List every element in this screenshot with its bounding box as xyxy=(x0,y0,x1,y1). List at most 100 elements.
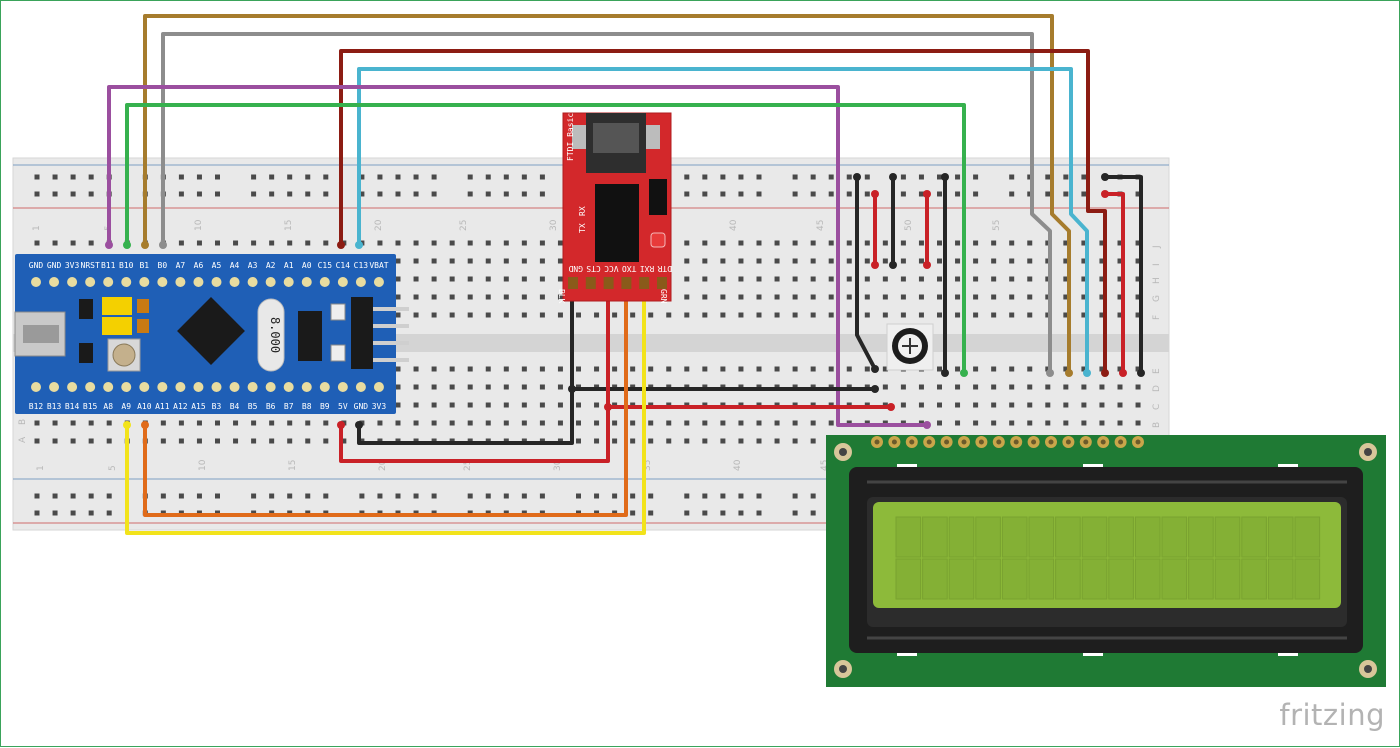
breadboard-hole[interactable] xyxy=(738,510,744,516)
wire-black-gnd[interactable] xyxy=(357,287,574,445)
breadboard-hole[interactable] xyxy=(937,402,942,408)
breadboard-hole[interactable] xyxy=(900,191,906,197)
breadboard-hole[interactable] xyxy=(1045,420,1051,426)
breadboard-hole[interactable] xyxy=(738,258,744,264)
breadboard-hole[interactable] xyxy=(521,420,527,426)
breadboard-hole[interactable] xyxy=(539,366,545,372)
breadboard-hole[interactable] xyxy=(882,366,888,372)
wire-black-pot[interactable] xyxy=(855,175,877,371)
breadboard-hole[interactable] xyxy=(918,384,924,390)
breadboard-hole[interactable] xyxy=(1045,174,1051,180)
breadboard-hole[interactable] xyxy=(1099,402,1105,408)
breadboard-hole[interactable] xyxy=(305,438,311,444)
breadboard-hole[interactable] xyxy=(937,366,942,372)
wire-maroon-c15[interactable] xyxy=(339,49,1107,375)
bluepill-pin[interactable] xyxy=(85,382,96,392)
breadboard-hole[interactable] xyxy=(630,366,636,372)
breadboard-hole[interactable] xyxy=(774,276,780,282)
breadboard-hole[interactable] xyxy=(503,294,509,300)
wire-gray-b0[interactable] xyxy=(161,32,1052,375)
breadboard-hole[interactable] xyxy=(287,438,293,444)
breadboard-hole[interactable] xyxy=(846,174,852,180)
breadboard-hole[interactable] xyxy=(377,493,383,499)
bluepill-pin[interactable] xyxy=(67,382,78,392)
breadboard-hole[interactable] xyxy=(774,366,780,372)
breadboard-hole[interactable] xyxy=(557,402,563,408)
breadboard-hole[interactable] xyxy=(738,312,744,318)
breadboard-hole[interactable] xyxy=(630,438,636,444)
breadboard-hole[interactable] xyxy=(467,493,473,499)
breadboard-hole[interactable] xyxy=(1063,420,1069,426)
breadboard-hole[interactable] xyxy=(178,493,184,499)
breadboard-hole[interactable] xyxy=(973,174,979,180)
breadboard-hole[interactable] xyxy=(413,294,419,300)
ftdi-pin[interactable] xyxy=(657,277,667,289)
breadboard-hole[interactable] xyxy=(918,258,924,264)
bluepill-pin[interactable] xyxy=(121,382,132,392)
breadboard-hole[interactable] xyxy=(756,493,762,499)
bluepill-pin[interactable] xyxy=(103,277,114,287)
breadboard-hole[interactable] xyxy=(810,258,816,264)
breadboard-hole[interactable] xyxy=(738,420,744,426)
bluepill-pin[interactable] xyxy=(373,277,384,287)
bluepill-pin[interactable] xyxy=(337,382,348,392)
breadboard-hole[interactable] xyxy=(720,294,726,300)
breadboard-hole[interactable] xyxy=(34,510,40,516)
breadboard-hole[interactable] xyxy=(937,258,942,264)
breadboard-hole[interactable] xyxy=(557,312,563,318)
bluepill-pin[interactable] xyxy=(121,277,132,287)
breadboard-hole[interactable] xyxy=(792,258,798,264)
breadboard-hole[interactable] xyxy=(1063,191,1069,197)
breadboard-hole[interactable] xyxy=(557,366,563,372)
breadboard-hole[interactable] xyxy=(503,276,509,282)
breadboard-hole[interactable] xyxy=(1117,294,1123,300)
breadboard-hole[interactable] xyxy=(828,191,834,197)
breadboard-hole[interactable] xyxy=(1009,294,1015,300)
breadboard-hole[interactable] xyxy=(539,384,545,390)
breadboard-hole[interactable] xyxy=(1099,276,1105,282)
breadboard-hole[interactable] xyxy=(323,438,329,444)
breadboard-hole[interactable] xyxy=(991,312,997,318)
breadboard-hole[interactable] xyxy=(1063,276,1069,282)
breadboard-hole[interactable] xyxy=(305,493,311,499)
breadboard-hole[interactable] xyxy=(503,312,509,318)
breadboard-hole[interactable] xyxy=(666,438,672,444)
breadboard-hole[interactable] xyxy=(918,402,924,408)
breadboard-hole[interactable] xyxy=(612,493,618,499)
breadboard-hole[interactable] xyxy=(684,366,690,372)
breadboard-hole[interactable] xyxy=(756,438,762,444)
breadboard-hole[interactable] xyxy=(1135,402,1141,408)
breadboard-hole[interactable] xyxy=(918,240,924,246)
breadboard-hole[interactable] xyxy=(467,384,473,390)
breadboard-hole[interactable] xyxy=(449,366,455,372)
breadboard-hole[interactable] xyxy=(810,366,816,372)
breadboard-hole[interactable] xyxy=(1027,384,1033,390)
breadboard-hole[interactable] xyxy=(684,438,690,444)
breadboard-hole[interactable] xyxy=(828,294,834,300)
breadboard-hole[interactable] xyxy=(1135,276,1141,282)
breadboard-hole[interactable] xyxy=(1009,258,1015,264)
breadboard-hole[interactable] xyxy=(1081,420,1087,426)
bluepill-pin[interactable] xyxy=(49,382,60,392)
breadboard-hole[interactable] xyxy=(810,191,816,197)
breadboard-hole[interactable] xyxy=(467,366,473,372)
bluepill-pin[interactable] xyxy=(211,382,222,392)
breadboard-hole[interactable] xyxy=(955,294,961,300)
breadboard-hole[interactable] xyxy=(449,258,455,264)
breadboard-hole[interactable] xyxy=(918,276,924,282)
breadboard-hole[interactable] xyxy=(955,258,961,264)
breadboard-hole[interactable] xyxy=(810,493,816,499)
breadboard-hole[interactable] xyxy=(1117,258,1123,264)
breadboard-hole[interactable] xyxy=(1009,276,1015,282)
breadboard-hole[interactable] xyxy=(702,191,708,197)
breadboard-hole[interactable] xyxy=(1135,191,1141,197)
breadboard-hole[interactable] xyxy=(720,276,726,282)
ftdi-pin[interactable] xyxy=(568,277,578,289)
wire-ochre-b1[interactable] xyxy=(143,14,1071,375)
breadboard-hole[interactable] xyxy=(864,276,870,282)
breadboard-hole[interactable] xyxy=(1045,240,1051,246)
breadboard-hole[interactable] xyxy=(1045,402,1051,408)
breadboard-hole[interactable] xyxy=(160,438,166,444)
breadboard-hole[interactable] xyxy=(1063,312,1069,318)
